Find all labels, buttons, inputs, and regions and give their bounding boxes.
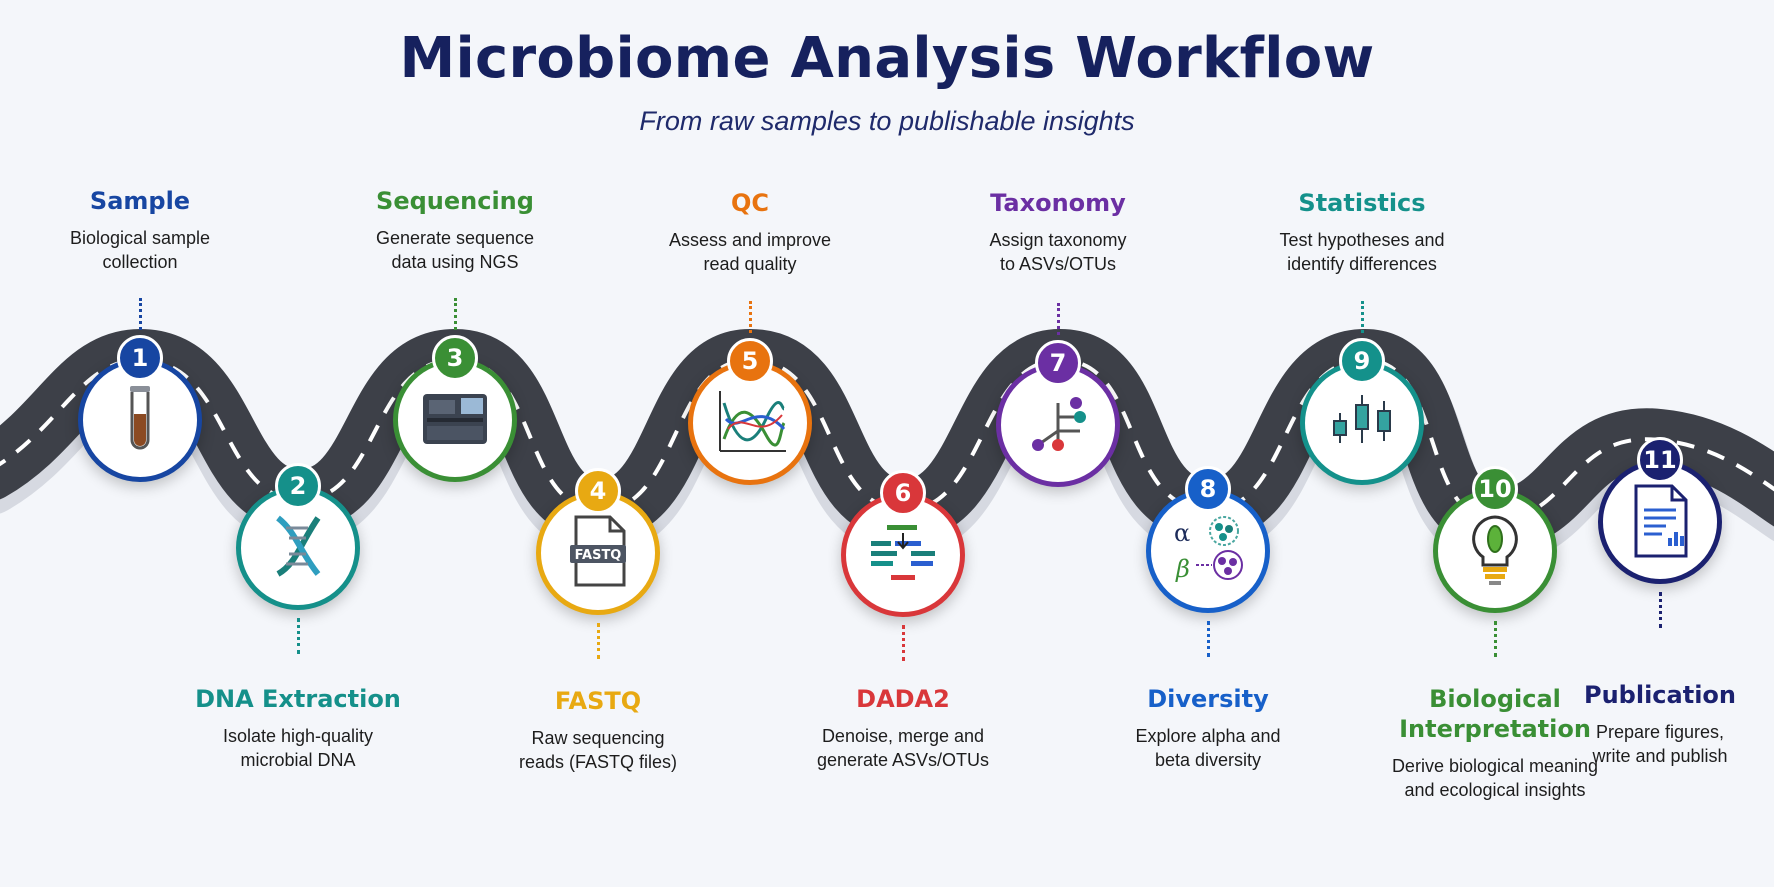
step-connector [749, 301, 752, 333]
step-label: QC Assess and improve read quality [620, 188, 880, 276]
step-number-badge: 10 [1472, 466, 1518, 512]
step-number-badge: 7 [1035, 340, 1081, 386]
step-title: Taxonomy [990, 189, 1126, 217]
step-title: Diversity [1147, 685, 1269, 713]
boxplot-icon [1320, 379, 1404, 468]
svg-text:α: α [1174, 519, 1190, 547]
page-subtitle: From raw samples to publishable insights [639, 106, 1135, 136]
step-number-badge: 9 [1339, 338, 1385, 384]
step-connector [139, 298, 142, 330]
denoise-merge-icon [861, 511, 945, 600]
step-description: Derive biological meaning and ecological… [1391, 756, 1599, 800]
step-title: FASTQ [554, 687, 642, 715]
step-description: Biological sample collection [69, 228, 211, 272]
step-description: Assign taxonomy to ASVs/OTUs [989, 230, 1127, 274]
step-title: Biological Interpretation [1399, 685, 1591, 743]
step-number-badge: 11 [1637, 437, 1683, 483]
step-title: Sample [89, 187, 191, 215]
quality-chart-icon [708, 379, 792, 468]
step-number-badge: 3 [432, 335, 478, 381]
step-connector [1207, 621, 1210, 657]
step-title: QC [730, 189, 769, 217]
step-description: Explore alpha and beta diversity [1135, 726, 1281, 770]
step-description: Isolate high-quality microbial DNA [222, 726, 374, 770]
test-tube-icon [98, 376, 182, 465]
step-number-badge: 4 [575, 468, 621, 514]
step-number-badge: 8 [1185, 466, 1231, 512]
step-label: FASTQ Raw sequencing reads (FASTQ files) [468, 686, 728, 774]
step-description: Denoise, merge and generate ASVs/OTUs [816, 726, 990, 770]
step-node-1 [78, 358, 202, 482]
taxonomy-tree-icon [1016, 381, 1100, 470]
step-connector [597, 623, 600, 659]
fastq-file-icon: FASTQ [556, 509, 640, 598]
step-connector [1659, 592, 1662, 628]
step-connector [1361, 301, 1364, 333]
step-connector [1494, 621, 1497, 657]
step-number-badge: 1 [117, 335, 163, 381]
step-number-badge: 2 [275, 463, 321, 509]
document-report-icon [1618, 478, 1702, 567]
step-connector [297, 618, 300, 654]
svg-text:β: β [1175, 555, 1190, 583]
step-description: Prepare figures, write and publish [1592, 722, 1728, 766]
step-title: DADA2 [856, 685, 950, 713]
step-title: Publication [1583, 681, 1736, 709]
dna-helix-icon [256, 504, 340, 593]
step-connector [1057, 303, 1060, 335]
step-connector [454, 298, 457, 330]
step-connector [902, 625, 905, 661]
step-number-badge: 5 [727, 338, 773, 384]
page-title: Microbiome Analysis Workflow [399, 26, 1375, 91]
step-title: DNA Extraction [195, 685, 401, 713]
step-description: Assess and improve read quality [668, 230, 832, 274]
step-number-badge: 6 [880, 470, 926, 516]
svg-text:FASTQ: FASTQ [575, 548, 622, 563]
step-title: Sequencing [376, 187, 534, 215]
sequencer-machine-icon [413, 376, 497, 465]
step-node-2 [236, 486, 360, 610]
step-description: Raw sequencing reads (FASTQ files) [518, 728, 678, 772]
step-node-4: FASTQ [536, 491, 660, 615]
step-description: Test hypotheses and identify differences [1279, 230, 1445, 274]
step-description: Generate sequence data using NGS [375, 228, 535, 272]
step-title: Statistics [1298, 189, 1426, 217]
lightbulb-microbe-icon [1453, 507, 1537, 596]
